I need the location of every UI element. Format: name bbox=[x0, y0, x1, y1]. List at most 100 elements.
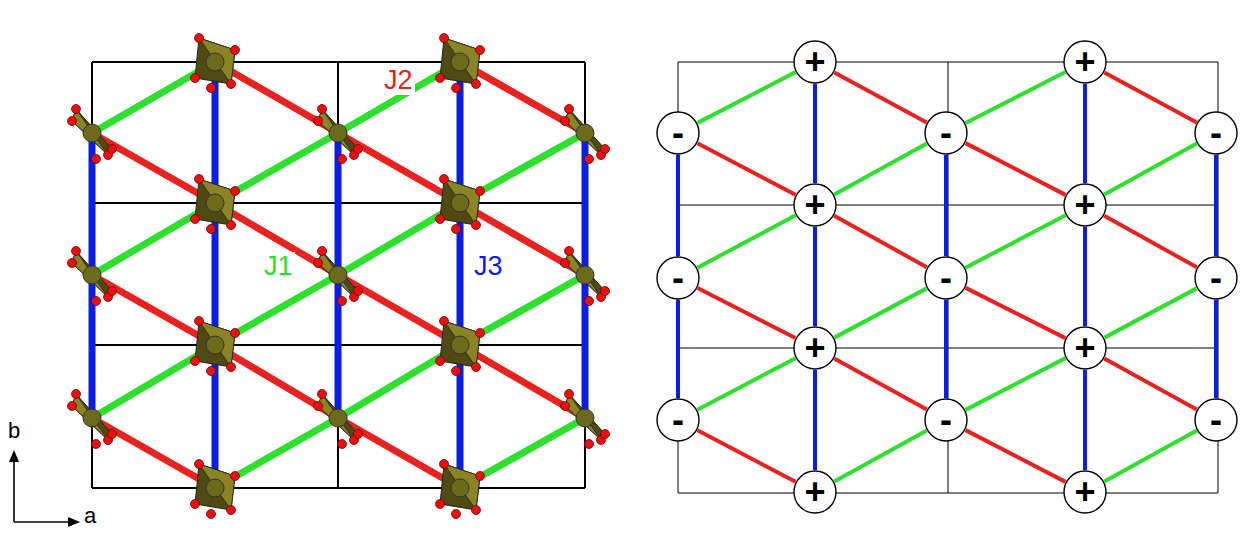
oxygen-atom bbox=[227, 363, 236, 372]
bond-line bbox=[460, 275, 585, 345]
oxygen-atom bbox=[318, 390, 327, 399]
site-circle bbox=[925, 257, 967, 299]
exchange-connector bbox=[834, 288, 926, 337]
exchange-connector bbox=[1083, 227, 1087, 326]
oxygen-atom bbox=[452, 84, 461, 93]
arrow-head bbox=[9, 450, 19, 462]
bond-line bbox=[92, 133, 215, 203]
oxygen-atom bbox=[354, 287, 363, 296]
polyhedron-face bbox=[72, 109, 108, 155]
exchange-connector bbox=[834, 144, 926, 195]
oxygen-atom bbox=[436, 357, 445, 366]
oxygen-atom bbox=[565, 390, 574, 399]
polyhedron-face bbox=[318, 251, 358, 297]
metal-atom bbox=[83, 409, 101, 427]
exchange-connector bbox=[965, 215, 1065, 268]
oxygen-atom bbox=[195, 317, 204, 326]
polyhedron bbox=[436, 34, 485, 93]
oxygen-atom bbox=[440, 34, 449, 43]
polyhedron bbox=[314, 105, 363, 164]
oxygen-atom bbox=[314, 117, 323, 126]
metal-atom bbox=[329, 409, 347, 427]
metal-atom bbox=[451, 53, 469, 71]
spin-site: + bbox=[1063, 40, 1107, 84]
spin-sign: + bbox=[1063, 470, 1107, 514]
oxygen-atom bbox=[231, 329, 240, 338]
oxygen-atom bbox=[476, 187, 485, 196]
exchange-connector bbox=[944, 300, 948, 398]
site-circle bbox=[794, 471, 836, 513]
oxygen-atom bbox=[436, 215, 445, 224]
spin-sign: - bbox=[656, 111, 700, 155]
oxygen-atom bbox=[92, 297, 101, 306]
spin-site: - bbox=[1194, 111, 1238, 155]
site-circle bbox=[1195, 257, 1237, 299]
bond-line bbox=[212, 62, 219, 488]
bond-line bbox=[215, 62, 338, 133]
site-circle bbox=[794, 41, 836, 83]
bond-line bbox=[460, 418, 585, 488]
bond-line bbox=[460, 62, 585, 133]
polyhedron-face bbox=[318, 394, 358, 440]
oxygen-atom bbox=[314, 259, 323, 268]
polyhedron bbox=[436, 317, 485, 376]
unit-cells bbox=[92, 62, 585, 488]
spin-sign: - bbox=[1194, 256, 1238, 300]
exchange-connector bbox=[676, 155, 680, 256]
exchange-connector bbox=[966, 288, 1066, 338]
oxygen-atom bbox=[108, 430, 117, 439]
metal-atom bbox=[451, 336, 469, 354]
polyhedron-face bbox=[72, 394, 112, 440]
metal-atom bbox=[576, 124, 594, 142]
spin-sign: + bbox=[793, 326, 837, 370]
exchange-connector bbox=[697, 143, 795, 195]
spin-sign: + bbox=[1063, 40, 1107, 84]
exchange-connector bbox=[813, 227, 817, 326]
polyhedron-face bbox=[565, 109, 601, 155]
oxygen-atom bbox=[601, 430, 610, 439]
exchange-connector bbox=[944, 155, 948, 256]
oxygen-atom bbox=[68, 117, 77, 126]
oxygen-atom bbox=[318, 105, 327, 114]
oxygen-atom bbox=[207, 367, 216, 376]
bond-line bbox=[92, 275, 215, 345]
oxygen-atom bbox=[338, 297, 347, 306]
spin-site: - bbox=[1194, 398, 1238, 442]
cell-edge bbox=[92, 487, 585, 489]
exchange-connector bbox=[698, 72, 796, 123]
oxygen-atom bbox=[227, 506, 236, 515]
polyhedron-face bbox=[444, 179, 480, 225]
oxygen-atom bbox=[472, 80, 481, 89]
oxygen-atom bbox=[440, 317, 449, 326]
spin-sign: + bbox=[793, 40, 837, 84]
polyhedron bbox=[68, 105, 117, 164]
polyhedron bbox=[191, 460, 240, 519]
oxygen-atom bbox=[476, 329, 485, 338]
site-circle bbox=[1064, 184, 1106, 226]
spin-site: + bbox=[793, 326, 837, 370]
metal-atom bbox=[83, 266, 101, 284]
polyhedron-face bbox=[195, 321, 235, 367]
oxygen-atom bbox=[231, 472, 240, 481]
oxygen-atom bbox=[354, 145, 363, 154]
metal-atom bbox=[451, 194, 469, 212]
oxygen-atom bbox=[452, 367, 461, 376]
exchange-connector bbox=[1214, 155, 1218, 256]
site-circle bbox=[1195, 399, 1237, 441]
bond-line bbox=[457, 62, 464, 488]
bond-line bbox=[338, 418, 460, 488]
spin-site: - bbox=[924, 256, 968, 300]
polyhedron-face bbox=[440, 179, 480, 225]
oxygen-atom bbox=[92, 155, 101, 164]
spin-sign: - bbox=[924, 111, 968, 155]
bond-line bbox=[215, 275, 338, 345]
metal-atom bbox=[329, 124, 347, 142]
polyhedron-face bbox=[440, 464, 480, 510]
oxygen-atom bbox=[440, 460, 449, 469]
exchange-connector bbox=[1104, 288, 1196, 337]
oxygen-atom bbox=[108, 287, 117, 296]
polyhedron-face bbox=[444, 38, 480, 84]
exchange-connector bbox=[813, 370, 817, 470]
oxygen-atom bbox=[472, 363, 481, 372]
